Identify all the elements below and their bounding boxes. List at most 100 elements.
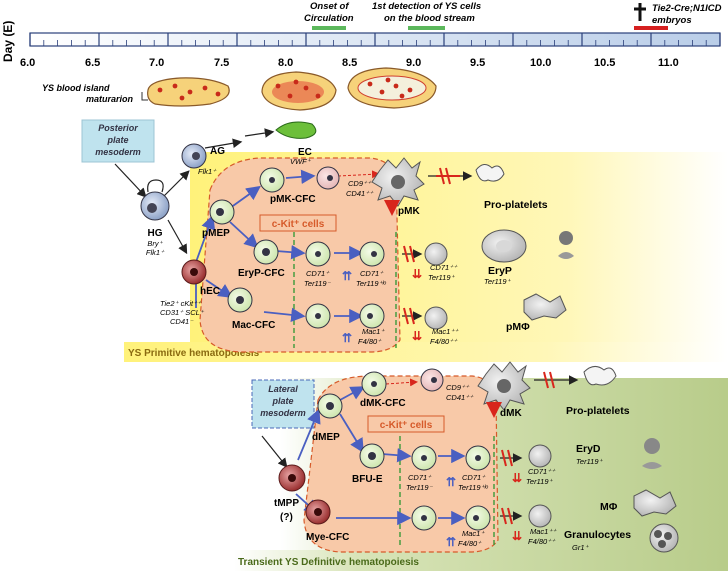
blood-cell-dot xyxy=(315,93,321,99)
blood-island-cells xyxy=(157,77,413,101)
pmac-m1b: F4/80⁺ xyxy=(358,337,382,346)
tick-label-8-5: 8.5 xyxy=(342,57,357,69)
blood-cell-dot xyxy=(303,85,309,91)
tick-label-9-0: 9.0 xyxy=(406,57,421,69)
ec-markers: VWF⁺ xyxy=(290,157,312,166)
posterior-line2: plate xyxy=(106,135,128,145)
hec-markers-2: CD31⁺ SCL⁺ xyxy=(160,308,205,317)
blood-cell-dot xyxy=(287,93,293,99)
pmep-label: pMEP xyxy=(202,228,230,239)
event-tie2-bar xyxy=(634,26,668,30)
dery-m1b: Ter119⁻ xyxy=(406,483,434,492)
primitive-ckit-label: c-Kit⁺ cells xyxy=(272,219,325,230)
pmk-cfc-label: pMK-CFC xyxy=(270,194,316,205)
tick-label-11-0: 11.0 xyxy=(658,57,679,69)
mac-cfc-label: Mac-CFC xyxy=(232,320,275,331)
ec-label: EC xyxy=(298,147,312,158)
dmac-m2b: F4/80⁺⁺ xyxy=(528,537,556,546)
eryp-label: EryP xyxy=(488,265,512,277)
pmac-m2b: F4/80⁺⁺ xyxy=(430,337,458,346)
maturation-label-line1: YS blood island xyxy=(42,83,110,93)
definitive-ckit-region xyxy=(303,375,499,553)
svg-text:⇈: ⇈ xyxy=(342,331,352,345)
svg-text:⇊: ⇊ xyxy=(412,329,422,343)
eryp-m1a: CD71⁺ xyxy=(306,269,330,278)
dery-m1a: CD71⁺ xyxy=(408,473,432,482)
timeline-tick-marks xyxy=(29,33,721,46)
eryp-m2b: Ter119⁺ˡᵒ xyxy=(356,279,386,288)
eryd-label: EryD xyxy=(576,443,601,455)
pmac-m2a: Mac1⁺⁺ xyxy=(432,327,459,336)
granulocyte-cell xyxy=(649,523,679,553)
tick-label-6-5: 6.5 xyxy=(85,57,100,69)
eryp-m3b: Ter119⁺ xyxy=(428,273,456,282)
ag-label: AG xyxy=(210,146,225,157)
event-ys-detection-line1: 1st detection of YS cells xyxy=(372,1,481,12)
mphi-label: MΦ xyxy=(600,501,618,513)
dmac-m1b: F4/80⁺ xyxy=(458,539,482,548)
lateral-line1: Lateral xyxy=(268,384,298,394)
primitive-ckit-label-box xyxy=(259,214,337,232)
timeline-axis-label: Day (E) xyxy=(1,21,15,62)
dagger-icon xyxy=(634,3,646,21)
blood-cell-dot xyxy=(367,81,373,87)
tick-label-7-0: 7.0 xyxy=(149,57,164,69)
blood-cell-dot xyxy=(187,89,193,95)
event-ys-detection-bar xyxy=(408,26,445,30)
svg-text:⇊: ⇊ xyxy=(412,267,422,281)
svg-text:⇊: ⇊ xyxy=(512,529,522,543)
tick-label-7-5: 7.5 xyxy=(214,57,229,69)
blood-cell-dot xyxy=(172,83,178,89)
eryp-m1b: Ter119⁻ xyxy=(304,279,332,288)
tick-label-6-0: 6.0 xyxy=(20,57,35,69)
hec-label: hEC xyxy=(200,286,220,297)
dmk-markers-2: CD41⁺⁺ xyxy=(446,393,474,402)
proplatelet-shape xyxy=(475,164,505,182)
blood-cell-dot xyxy=(385,77,391,83)
ag-markers: Flk1⁺ xyxy=(198,167,217,176)
eryd-cell xyxy=(644,438,660,454)
event-ys-detection-line2: on the blood stream xyxy=(384,13,475,24)
definitive-section-title: Transient YS Definitive hematopoiesis xyxy=(238,557,419,568)
bfu-e-label: BFU-E xyxy=(352,474,383,485)
blood-cell-dot xyxy=(399,93,405,99)
lateral-mesoderm-box xyxy=(251,379,315,429)
timeline: Day (E) 6.0 6.5 7.0 7.5 8.0 8.5 9.0 9.5 … xyxy=(1,1,722,69)
tick-label-9-5: 9.5 xyxy=(470,57,485,69)
dery-m2b: Ter119⁺ˡᵒ xyxy=(458,483,488,492)
blood-cell-dot xyxy=(275,83,281,89)
pmac-m1a: Mac1⁺ xyxy=(362,327,385,336)
definitive-ckit-label: c-Kit⁺ cells xyxy=(380,420,433,431)
svg-text:⇈: ⇈ xyxy=(342,269,352,283)
lateral-line3: mesoderm xyxy=(260,408,306,418)
proplatelets-label-primitive: Pro-platelets xyxy=(484,199,548,211)
hg-label: HG xyxy=(148,228,163,239)
eryp-marker: Ter119⁺ xyxy=(484,277,512,286)
ys-blood-island-maturation: YS blood island maturarion xyxy=(42,67,437,111)
tmpp-label: tMPP xyxy=(274,498,299,509)
eryp-cfc-label: EryP-CFC xyxy=(238,268,285,279)
dmk-markers-1: CD9⁺⁺ xyxy=(446,383,470,392)
dery-m3a: CD71⁺⁺ xyxy=(528,467,556,476)
svg-text:⇊: ⇊ xyxy=(512,471,522,485)
dery-m2a: CD71⁺ xyxy=(462,473,486,482)
dmk-cfc-label: dMK-CFC xyxy=(360,398,406,409)
primitive-section-title: YS Primitive hematopoiesis xyxy=(128,348,260,359)
lateral-line2: plate xyxy=(271,396,293,406)
blood-cell-dot xyxy=(215,91,221,97)
blood-cell-dot xyxy=(379,89,385,95)
blood-cell-dot xyxy=(202,85,208,91)
posterior-line3: mesoderm xyxy=(95,147,141,157)
mphi-cell xyxy=(633,489,677,517)
blood-cell-dot xyxy=(407,87,413,93)
eryd-marker: Ter119⁺ xyxy=(576,457,604,466)
hec-markers-1: Tie2⁺ cKit⁺⁺ xyxy=(160,299,202,308)
event-tie2-line2: embryos xyxy=(652,15,692,26)
ec-cell xyxy=(275,121,317,139)
event-circulation-bar xyxy=(312,26,346,30)
svg-text:⇈: ⇈ xyxy=(446,475,456,489)
primitive-section: YS Primitive hematopoiesis Posterior pla… xyxy=(81,119,728,362)
posterior-mesoderm-box xyxy=(81,119,155,163)
dmk-label: dMK xyxy=(500,408,522,419)
